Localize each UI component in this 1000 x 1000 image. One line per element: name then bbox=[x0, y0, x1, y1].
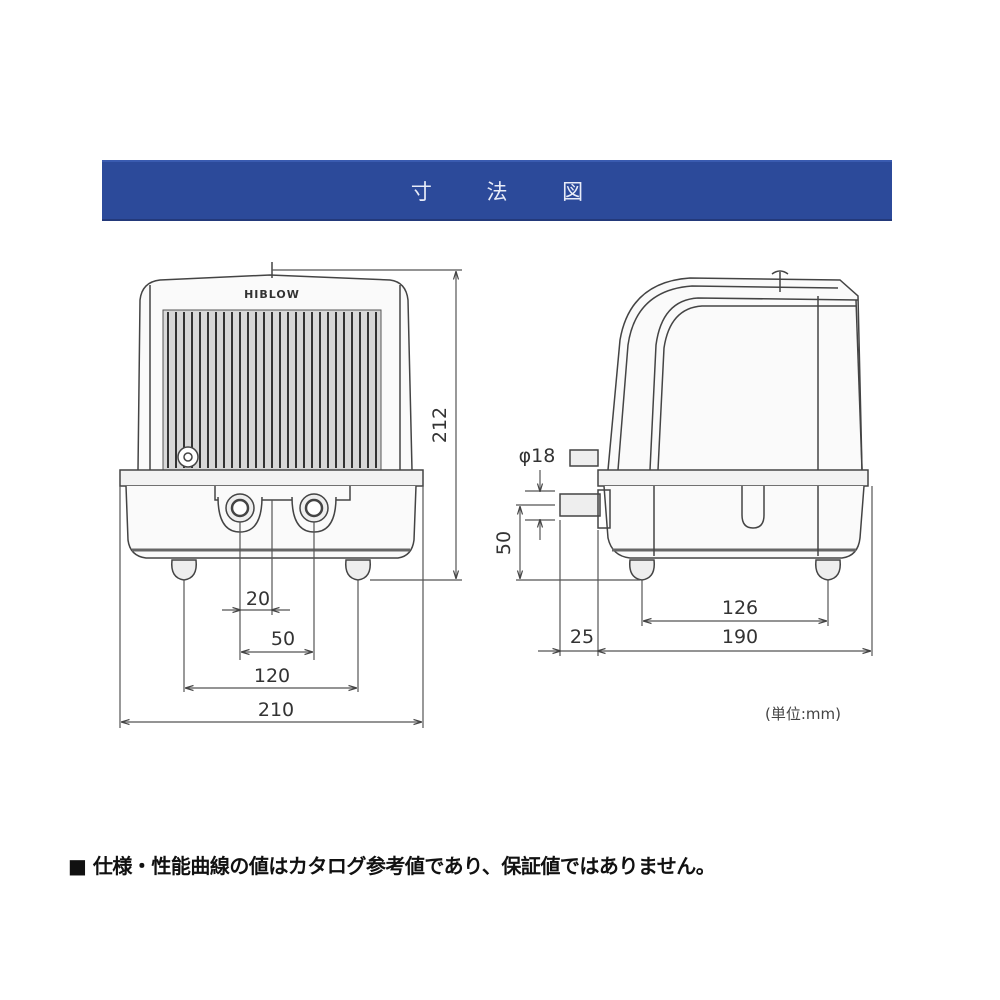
outlet-pipe bbox=[559, 493, 601, 517]
brand-logo: HIBLOW bbox=[244, 288, 300, 301]
side-dimension-lines bbox=[516, 470, 873, 656]
dim-25: 25 bbox=[570, 626, 594, 648]
disclaimer-footnote: ■ 仕様・性能曲線の値はカタログ参考値であり、保証値ではありません。 bbox=[68, 854, 716, 878]
front-dimension-lines bbox=[119, 269, 462, 728]
dim-126: 126 bbox=[722, 597, 758, 619]
svg-text:HIBLOW: HIBLOW bbox=[244, 288, 300, 301]
dim-phi18: φ18 bbox=[519, 445, 556, 467]
dim-190: 190 bbox=[722, 626, 758, 648]
section-title: 寸 法 図 bbox=[410, 179, 608, 204]
inlet-port bbox=[569, 449, 599, 467]
front-view: HIBLOW bbox=[119, 262, 424, 581]
dim-20: 20 bbox=[246, 588, 270, 610]
dim-height-212: 212 bbox=[429, 407, 451, 443]
section-header-banner: 寸 法 図 bbox=[102, 160, 892, 221]
foot-right bbox=[345, 559, 371, 581]
dim-210: 210 bbox=[258, 699, 294, 721]
side-view bbox=[559, 270, 869, 581]
unit-note: (単位:mm) bbox=[765, 705, 841, 723]
cooling-fins bbox=[162, 309, 382, 471]
air-outlet-right bbox=[291, 493, 337, 533]
foot-left bbox=[171, 559, 197, 581]
dim-120: 120 bbox=[254, 665, 290, 687]
dim-50: 50 bbox=[271, 628, 295, 650]
dim-50-height: 50 bbox=[493, 531, 515, 555]
